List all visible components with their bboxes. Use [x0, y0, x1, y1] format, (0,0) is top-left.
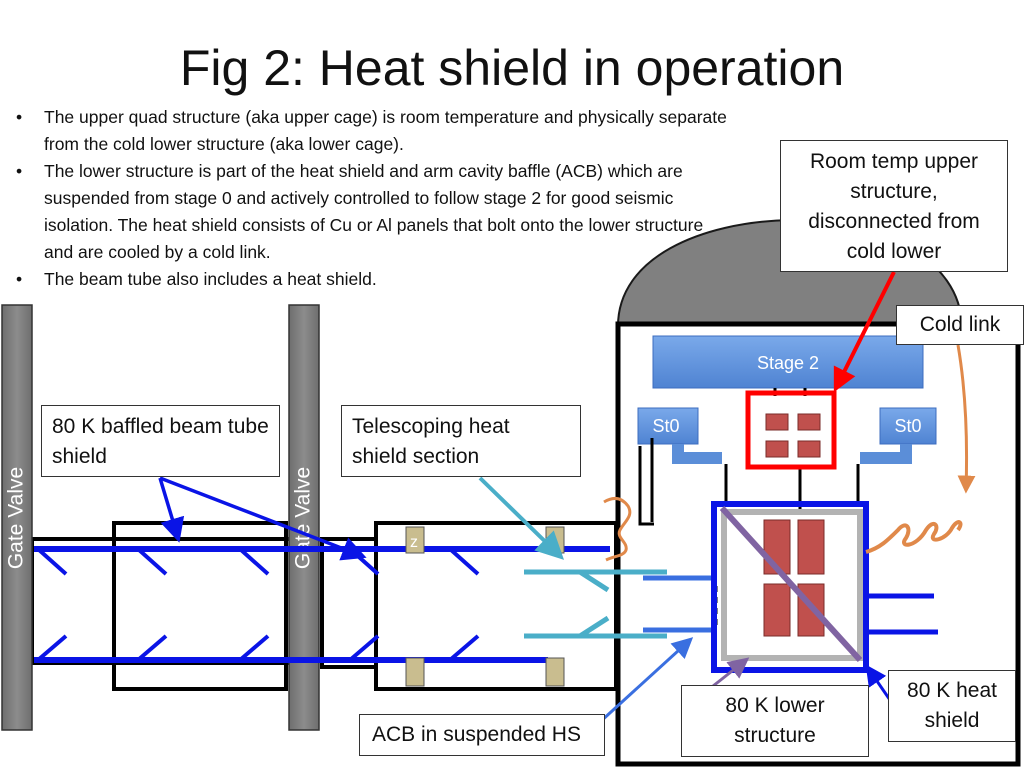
left-hanger [638, 446, 654, 526]
st0-right-block [879, 407, 937, 445]
callout-heat-shield: 80 K heat shield [888, 670, 1016, 742]
lower-masses [763, 519, 825, 637]
pad-bottom-right [545, 657, 565, 687]
callout-lower-structure: 80 K lower structure [681, 685, 869, 757]
pad-top-left [405, 526, 425, 554]
suspension-wires [650, 388, 860, 522]
callout-room-temp: Room temp upper structure, disconnected … [780, 140, 1008, 272]
callout-baffled-tube: 80 K baffled beam tube shield [41, 405, 280, 477]
callout-telescoping: Telescoping heat shield section [341, 405, 581, 477]
baffled-beam-tube-shield [34, 546, 610, 663]
gate-valve-left-label: Gate Valve [5, 467, 28, 569]
right-beam-lines [866, 593, 938, 635]
upper-masses [765, 413, 821, 458]
telescoping-heat-shield [524, 569, 667, 639]
slide-title: Fig 2: Heat shield in operation [179, 40, 845, 96]
z-marker: z [410, 534, 418, 551]
st0-right-label: St0 [894, 416, 921, 436]
st0-left-block [637, 407, 699, 445]
bullet-item: The beam tube also includes a heat shiel… [14, 266, 734, 293]
gate-valve-right-label: Gate Valve [292, 467, 315, 569]
st0-right-arm [860, 444, 912, 464]
callout-arrows [158, 271, 976, 724]
pad-bottom-left [405, 657, 425, 687]
bullet-list: The upper quad structure (aka upper cage… [14, 104, 734, 293]
heat-shield-box [711, 501, 869, 673]
st0-left-arm [672, 444, 722, 464]
upper-cage [745, 390, 837, 470]
baffles [36, 547, 480, 662]
gate-valve-left [1, 304, 33, 731]
stage2-block [652, 335, 924, 389]
bullet-item: The upper quad structure (aka upper cage… [14, 104, 734, 158]
callout-cold-link: Cold link [896, 305, 1024, 345]
stage2-label: Stage 2 [757, 353, 819, 373]
cold-link-squiggle-left [603, 497, 632, 562]
bullet-item: The lower structure is part of the heat … [14, 158, 734, 266]
lower-structure-box [721, 509, 863, 661]
st0-left-label: St0 [652, 416, 679, 436]
beam-splitter-diagonal [719, 505, 863, 663]
cold-link-squiggle [865, 520, 963, 554]
callout-acb: ACB in suspended HS [359, 714, 605, 756]
acb-shield [643, 575, 716, 633]
